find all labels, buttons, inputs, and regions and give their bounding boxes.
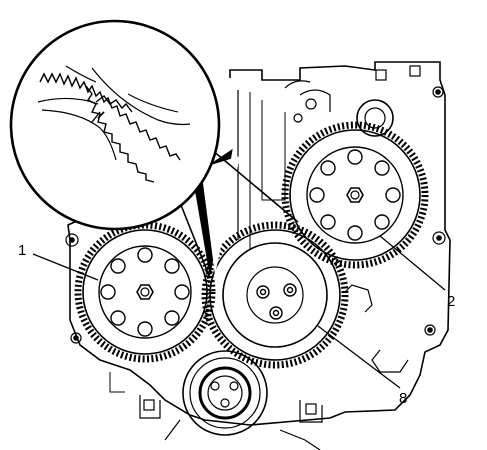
leader-line-8 bbox=[317, 325, 401, 389]
idler-gear bbox=[201, 221, 349, 369]
leader-line-2 bbox=[379, 235, 446, 291]
camshaft-gear-nut bbox=[346, 187, 364, 203]
magnified-gear-teeth bbox=[37, 65, 191, 183]
crankshaft-pulley bbox=[182, 350, 268, 436]
left-drive-gear-rim bbox=[82, 229, 208, 355]
left-drive-gear bbox=[74, 221, 216, 363]
idler-gear-hub bbox=[222, 242, 328, 348]
left-drive-gear-holes bbox=[100, 247, 190, 337]
callout-label-1: 1 bbox=[18, 242, 26, 259]
leader-lines bbox=[32, 235, 446, 389]
engine-housing bbox=[65, 61, 451, 450]
callout-label-8: 8 bbox=[399, 390, 407, 407]
callout-label-2: 2 bbox=[447, 293, 455, 310]
leader-line-1 bbox=[32, 253, 99, 281]
camshaft-gear-teeth bbox=[281, 121, 429, 269]
magnifier-detail bbox=[9, 19, 221, 231]
camshaft-gear-rim bbox=[289, 129, 421, 261]
left-drive-gear-nut bbox=[136, 284, 154, 300]
camshaft-gear bbox=[281, 121, 429, 269]
magnifier-circle bbox=[9, 19, 221, 231]
left-drive-gear-web bbox=[98, 245, 192, 339]
camshaft-gear-holes bbox=[309, 149, 401, 241]
idler-gear-rim bbox=[209, 229, 341, 361]
idler-gear-bolts bbox=[256, 283, 297, 320]
idler-gear-hub-inner bbox=[246, 266, 304, 324]
idler-gear-teeth bbox=[201, 221, 349, 369]
camshaft-gear-web bbox=[306, 146, 404, 244]
left-drive-gear-teeth bbox=[74, 221, 216, 363]
